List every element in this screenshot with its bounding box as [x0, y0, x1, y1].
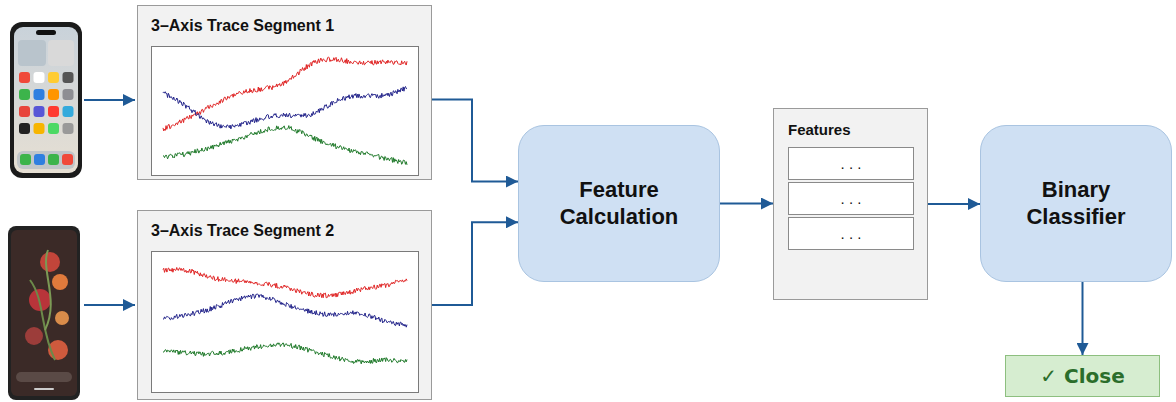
process-box: Binary Classifier	[980, 125, 1172, 282]
process-box: Feature Calculation	[518, 125, 720, 282]
result-badge: ✓ Close	[1005, 355, 1160, 397]
app-icon	[19, 89, 30, 100]
feature-panel: Features . . . . . . . . .	[773, 108, 928, 300]
flower	[25, 327, 43, 345]
node-label: . . .	[841, 225, 862, 242]
signal-trace	[163, 343, 407, 364]
flow-arrow	[928, 203, 980, 205]
node-label: . . .	[841, 190, 862, 207]
flower	[55, 311, 69, 325]
app-icon	[63, 106, 74, 117]
flow-arrow	[1082, 282, 1084, 355]
phone-notch	[36, 30, 56, 35]
plot-frame	[152, 47, 419, 176]
signal-trace	[163, 57, 407, 131]
app-icon	[19, 123, 30, 134]
feature-slot: . . .	[788, 217, 914, 250]
app-icon	[63, 89, 74, 100]
iphone-illustration	[10, 22, 82, 178]
app-icon	[63, 72, 74, 83]
node-label: Features	[788, 121, 851, 138]
signal-trace	[163, 87, 407, 129]
stem	[30, 280, 55, 360]
app-icon	[48, 123, 59, 134]
app-icon	[20, 154, 31, 165]
plot-frame	[152, 252, 419, 393]
flower	[52, 274, 68, 290]
node-label: . . .	[841, 155, 862, 172]
phone-screen	[14, 27, 78, 173]
app-icon	[34, 123, 45, 134]
app-icon	[34, 154, 45, 165]
phone-dock	[17, 151, 75, 169]
app-icons	[19, 72, 74, 134]
signal-trace	[163, 294, 407, 327]
signal-trace	[163, 267, 407, 297]
flow-arrow	[432, 100, 518, 182]
phone-frame	[8, 226, 80, 400]
flow-arrow	[720, 203, 773, 205]
app-icon	[62, 154, 73, 165]
app-icon	[34, 89, 45, 100]
node-label: 3–Axis Trace Segment 2	[151, 222, 334, 240]
phone-arrow	[84, 99, 135, 101]
app-icon	[34, 106, 45, 117]
trace-plot	[151, 251, 419, 393]
flow-arrow	[432, 222, 518, 305]
node-label: ✓ Close	[1040, 364, 1124, 388]
app-icon	[19, 106, 30, 117]
pixel-illustration	[8, 226, 80, 400]
app-icon	[34, 72, 45, 83]
nav-handle	[34, 388, 54, 390]
phone-screen	[11, 230, 77, 396]
app-icon	[19, 72, 30, 83]
app-icon	[48, 106, 59, 117]
trace-plot	[151, 46, 419, 176]
widget	[48, 40, 74, 66]
feature-slot: . . .	[788, 182, 914, 215]
signal-trace	[163, 126, 407, 165]
feature-slot: . . .	[788, 147, 914, 180]
app-icon	[48, 89, 59, 100]
flower	[40, 252, 60, 272]
node-label: Binary Classifier	[1001, 177, 1151, 230]
node-label: 3–Axis Trace Segment 1	[151, 17, 334, 35]
app-icon	[63, 123, 74, 134]
app-icon	[48, 154, 59, 165]
stem	[45, 250, 51, 330]
trace-panel: 3–Axis Trace Segment 2	[137, 210, 432, 400]
app-icon	[48, 72, 59, 83]
trace-panel: 3–Axis Trace Segment 1	[137, 5, 432, 180]
phone-arrow	[84, 304, 135, 306]
node-label: Feature Calculation	[539, 177, 699, 230]
phone-frame	[10, 22, 82, 178]
widget	[18, 40, 46, 66]
search-bar	[16, 372, 72, 382]
